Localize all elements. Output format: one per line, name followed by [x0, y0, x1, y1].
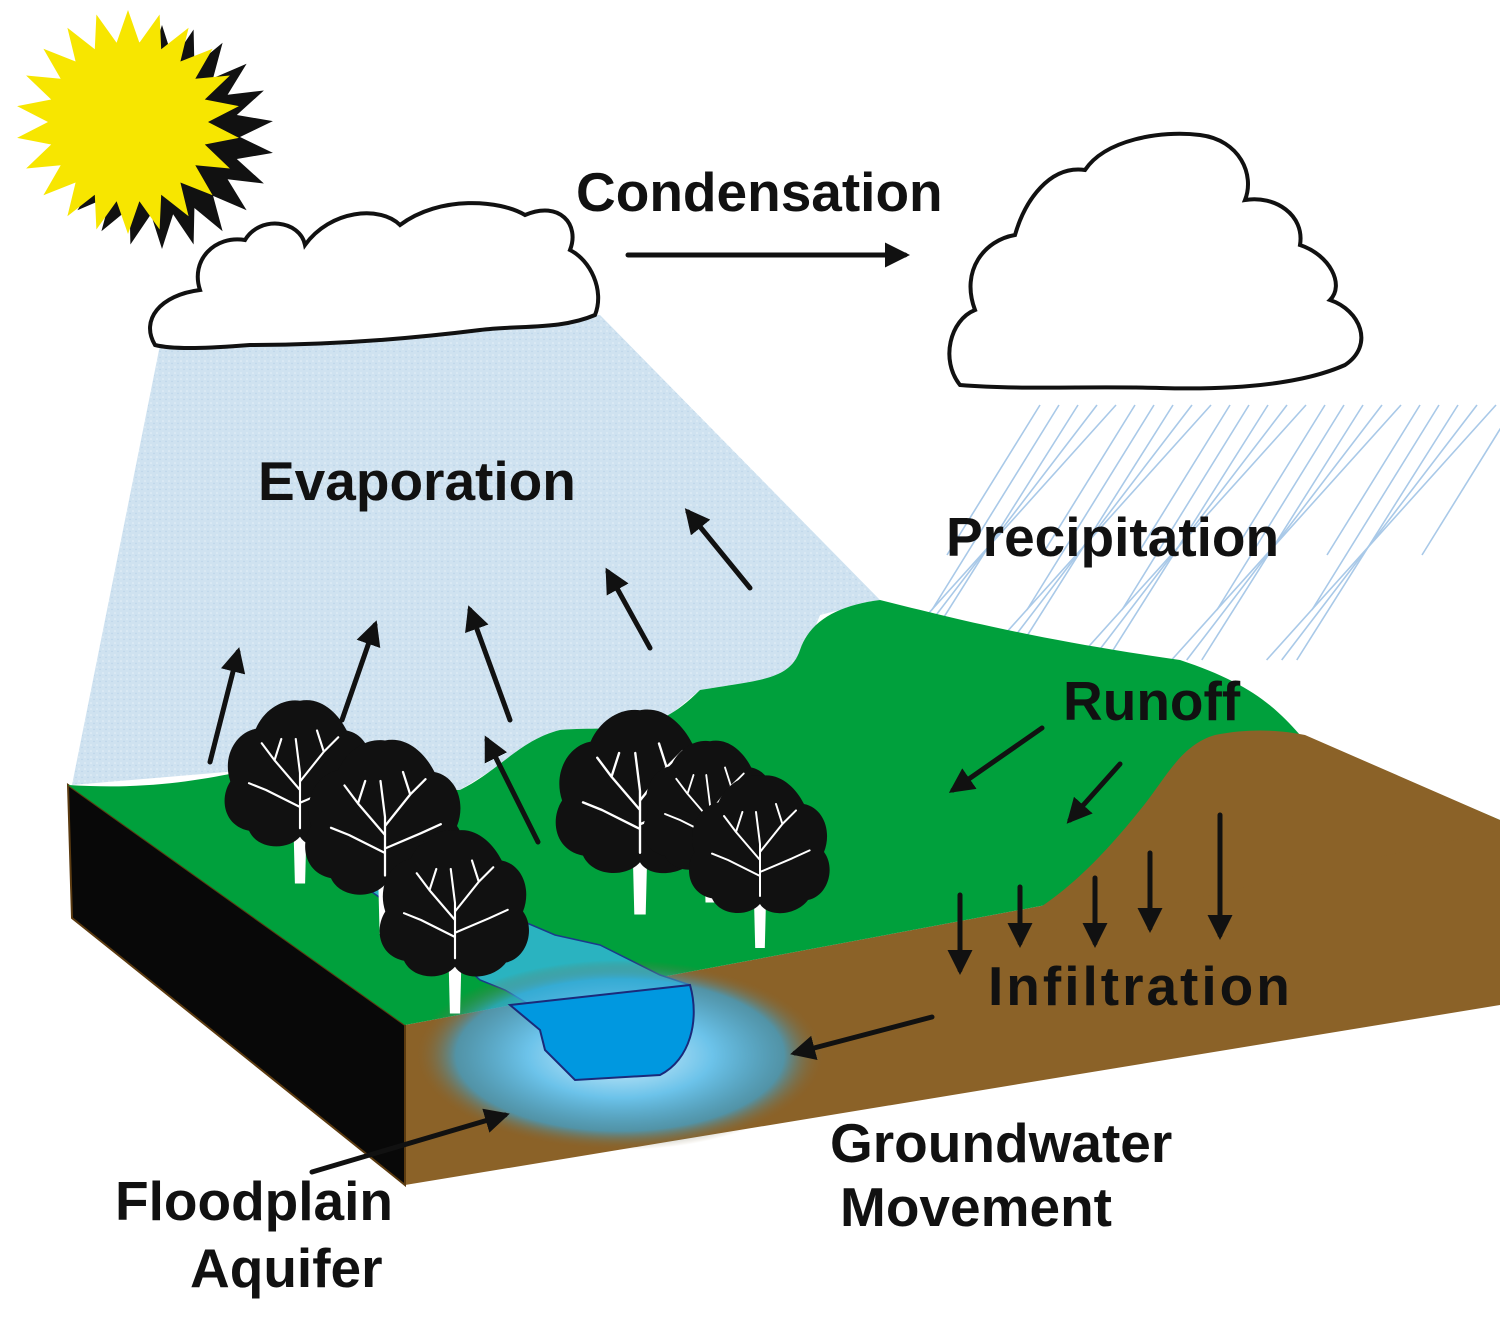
evaporation-haze: [72, 315, 880, 790]
rain-streak: [1326, 404, 1421, 556]
rain-streak: [1106, 404, 1269, 661]
rain-streak: [1201, 404, 1364, 661]
rain-streak: [1186, 404, 1383, 661]
rain-streak: [981, 404, 1212, 661]
groundwater-arrow: [790, 1014, 935, 1061]
cloud-icon: [148, 201, 601, 351]
label-aquifer-line2: Aquifer: [190, 1237, 383, 1299]
label-infiltration: Infiltration: [988, 955, 1293, 1017]
label-groundwater-line1: Groundwater: [830, 1112, 1172, 1174]
rain-streak: [1311, 404, 1440, 611]
rain-streak: [1091, 404, 1288, 661]
label-runoff: Runoff: [1063, 670, 1241, 732]
label-groundwater-line2: Movement: [840, 1176, 1112, 1238]
rain-streak: [1121, 404, 1250, 611]
sun-icon: [17, 10, 273, 249]
rain-streak: [931, 404, 1060, 611]
rain-streak: [1076, 404, 1307, 661]
rain-streak: [1136, 404, 1231, 556]
soil-dark-side: [66, 783, 406, 1188]
hill-soil: [1010, 730, 1500, 940]
rain-streak: [1011, 404, 1174, 661]
rain-streak: [1281, 404, 1478, 661]
rain-streak: [1421, 427, 1500, 556]
rain-streak: [1026, 404, 1155, 611]
label-evaporation: Evaporation: [258, 450, 576, 512]
infiltration-arrows: [947, 812, 1233, 975]
rain-streak: [996, 404, 1193, 661]
rain-streak: [1171, 404, 1402, 661]
precipitation-rain: [886, 404, 1500, 661]
rain-streak: [1216, 404, 1345, 611]
runoff-arrows: [948, 725, 1123, 824]
aquifer-arrow: [309, 1108, 510, 1175]
rain-streak: [1041, 404, 1136, 556]
label-condensation: Condensation: [576, 161, 943, 223]
rain-streak: [946, 404, 1041, 556]
label-precipitation: Precipitation: [946, 506, 1279, 568]
label-aquifer-line1: Floodplain: [115, 1170, 393, 1232]
cloud-icon: [947, 131, 1364, 391]
evaporation-arrows: [207, 508, 753, 845]
rain-streak: [1266, 404, 1497, 661]
rain-streak: [1231, 404, 1326, 556]
rain-streak: [1296, 404, 1459, 661]
pond: [507, 983, 695, 1082]
